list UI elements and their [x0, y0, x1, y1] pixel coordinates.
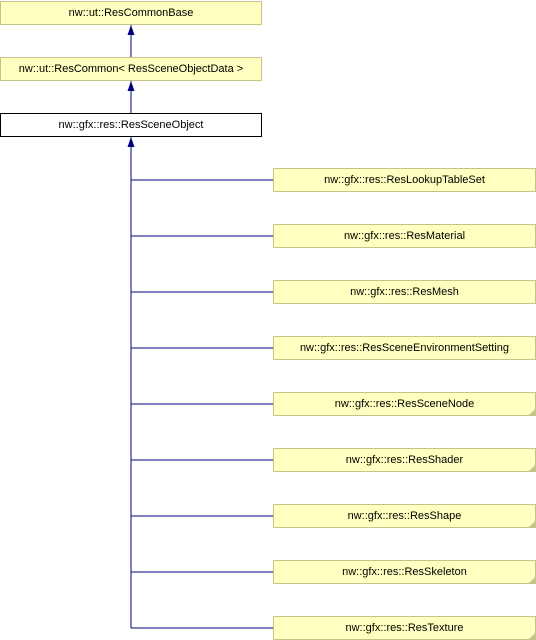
node-res-skeleton[interactable]: nw::gfx::res::ResSkeleton [273, 560, 536, 584]
node-res-scene-node[interactable]: nw::gfx::res::ResSceneNode [273, 392, 536, 416]
node-label: nw::gfx::res::ResSkeleton [342, 566, 467, 578]
node-label: nw::gfx::res::ResLookupTableSet [324, 174, 485, 186]
node-label: nw::gfx::res::ResShape [347, 510, 462, 522]
node-res-shader[interactable]: nw::gfx::res::ResShader [273, 448, 536, 472]
node-label: nw::ut::ResCommonBase [68, 7, 194, 19]
node-label: nw::gfx::res::ResSceneEnvironmentSetting [299, 342, 510, 354]
node-res-scene-object-current: nw::gfx::res::ResSceneObject [0, 113, 262, 137]
node-res-lookup-table-set[interactable]: nw::gfx::res::ResLookupTableSet [273, 168, 536, 192]
arrowhead-icon [127, 137, 135, 147]
node-label: nw::gfx::res::ResMesh [350, 286, 459, 298]
node-res-common[interactable]: nw::ut::ResCommon< ResSceneObjectData > [0, 57, 262, 81]
node-res-scene-environment-setting[interactable]: nw::gfx::res::ResSceneEnvironmentSetting [273, 336, 536, 360]
arrowhead-icon [127, 25, 135, 35]
more-indicator-icon [529, 521, 535, 527]
more-indicator-icon [529, 633, 535, 639]
arrowhead-icon [127, 81, 135, 91]
node-res-texture[interactable]: nw::gfx::res::ResTexture [273, 616, 536, 640]
node-res-mesh[interactable]: nw::gfx::res::ResMesh [273, 280, 536, 304]
node-res-shape[interactable]: nw::gfx::res::ResShape [273, 504, 536, 528]
node-label: nw::ut::ResCommon< ResSceneObjectData > [18, 63, 244, 75]
node-label: nw::gfx::res::ResSceneObject [58, 119, 204, 131]
more-indicator-icon [529, 577, 535, 583]
more-indicator-icon [529, 409, 535, 415]
node-res-common-base[interactable]: nw::ut::ResCommonBase [0, 1, 262, 25]
node-label: nw::gfx::res::ResMaterial [343, 230, 466, 242]
node-label: nw::gfx::res::ResSceneNode [334, 398, 475, 410]
node-label: nw::gfx::res::ResShader [345, 454, 464, 466]
node-label: nw::gfx::res::ResTexture [345, 622, 464, 634]
more-indicator-icon [529, 465, 535, 471]
node-res-material[interactable]: nw::gfx::res::ResMaterial [273, 224, 536, 248]
